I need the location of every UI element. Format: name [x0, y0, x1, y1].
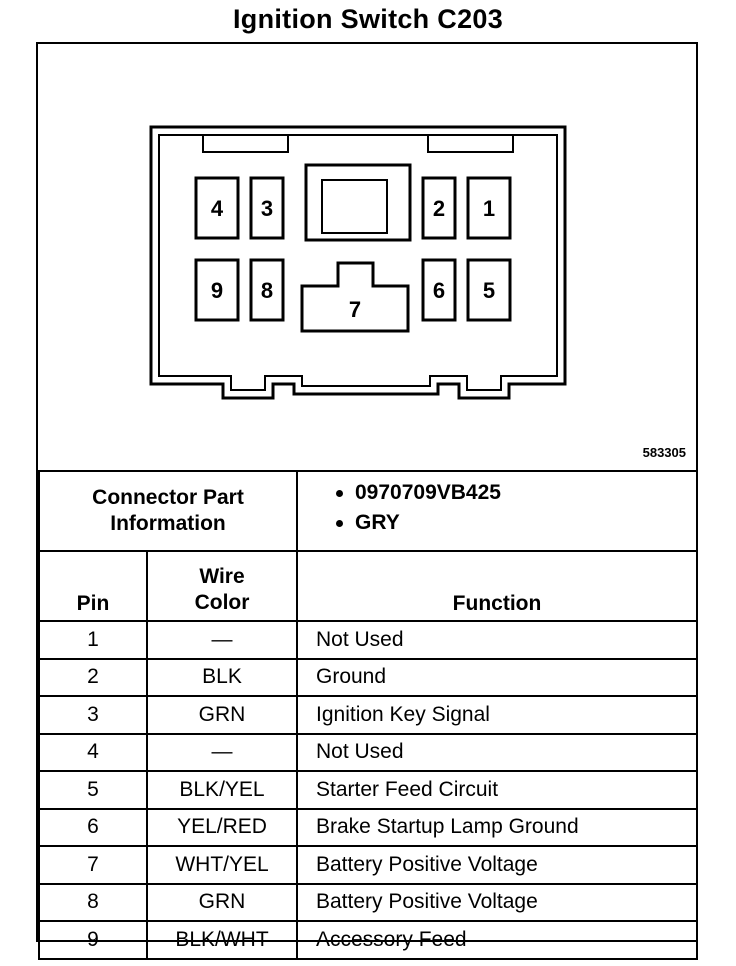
pin-cavity-1 [466, 176, 512, 240]
pin-table: Connector Part Information 0970709VB425 … [38, 470, 698, 960]
pin-cavity-4 [194, 176, 240, 240]
wire-color-cell: — [146, 732, 298, 772]
bullet-icon [336, 489, 343, 497]
pin-label-8: 8 [261, 278, 273, 303]
pin-cell: 6 [38, 807, 148, 847]
pin-cavity-8 [249, 258, 285, 322]
top-key-right [427, 135, 514, 153]
connector-part-info-row: Connector Part Information 0970709VB425 … [38, 470, 698, 552]
function-cell: Brake Startup Lamp Ground [296, 807, 698, 847]
pin-label-6: 6 [433, 278, 445, 303]
connector-part-info-list: 0970709VB425 GRY [296, 470, 698, 552]
function-cell: Ground [296, 657, 698, 697]
bullet-icon [336, 519, 343, 527]
pin-label-9: 9 [211, 278, 223, 303]
pin-cell: 3 [38, 695, 148, 735]
pin-cell: 2 [38, 657, 148, 697]
pin-cavity-7 [300, 261, 410, 333]
function-cell: Ignition Key Signal [296, 695, 698, 735]
header-wire-color: Wire Color [146, 550, 298, 622]
pin-cell: 4 [38, 732, 148, 772]
pin-cavity-9 [194, 258, 240, 322]
pin-cavity-2 [421, 176, 457, 240]
center-key-outer [304, 163, 412, 242]
function-cell: Not Used [296, 620, 698, 660]
wire-color-cell: — [146, 620, 298, 660]
wire-color-cell: BLK/WHT [146, 920, 298, 960]
wire-color-cell: YEL/RED [146, 807, 298, 847]
top-key-left [202, 135, 289, 153]
diagram-frame: 4 3 2 1 9 8 7 6 5 583305 Connector Part … [36, 42, 698, 960]
pin-label-2: 2 [433, 196, 445, 221]
connector-outer-outline [149, 125, 567, 400]
pin-cavity-6 [421, 258, 457, 322]
pin-label-5: 5 [483, 278, 495, 303]
pin-cell: 5 [38, 770, 148, 810]
function-cell: Accessory Feed [296, 920, 698, 960]
wire-color-cell: BLK/YEL [146, 770, 298, 810]
pin-label-4: 4 [211, 196, 224, 221]
pin-cavity-3 [249, 176, 285, 240]
connector-inner-outline [158, 134, 558, 391]
connector-part-info-label: Connector Part Information [38, 470, 298, 552]
pin-cell: 7 [38, 845, 148, 885]
pin-cell: 9 [38, 920, 148, 960]
wire-color-cell: BLK [146, 657, 298, 697]
pin-label-3: 3 [261, 196, 273, 221]
pin-cell: 8 [38, 882, 148, 922]
wire-color-cell: WHT/YEL [146, 845, 298, 885]
pin-label-1: 1 [483, 196, 495, 221]
pin-cavity-5 [466, 258, 512, 322]
header-function: Function [296, 550, 698, 622]
pin-cell: 1 [38, 620, 148, 660]
function-cell: Battery Positive Voltage [296, 882, 698, 922]
connector-face-drawing: 4 3 2 1 9 8 7 6 5 [149, 125, 567, 400]
table-row: 1—Not Used [38, 620, 698, 660]
page-title: Ignition Switch C203 [232, 4, 504, 34]
wire-color-cell: GRN [146, 882, 298, 922]
function-cell: Not Used [296, 732, 698, 772]
pin-label-7: 7 [349, 297, 361, 322]
header-pin: Pin [38, 550, 148, 622]
table-header-row: Pin Wire Color Function [38, 550, 698, 622]
connector-diagram: 4 3 2 1 9 8 7 6 5 583305 [38, 44, 696, 470]
figure-reference-number: 583305 [642, 445, 686, 460]
wire-color-cell: GRN [146, 695, 298, 735]
part-info-item: 0970709VB425 [336, 478, 696, 508]
function-cell: Battery Positive Voltage [296, 845, 698, 885]
part-info-item: GRY [336, 508, 696, 538]
function-cell: Starter Feed Circuit [296, 770, 698, 810]
table-row: 4—Not Used [38, 732, 698, 772]
center-key-inner [321, 179, 388, 234]
